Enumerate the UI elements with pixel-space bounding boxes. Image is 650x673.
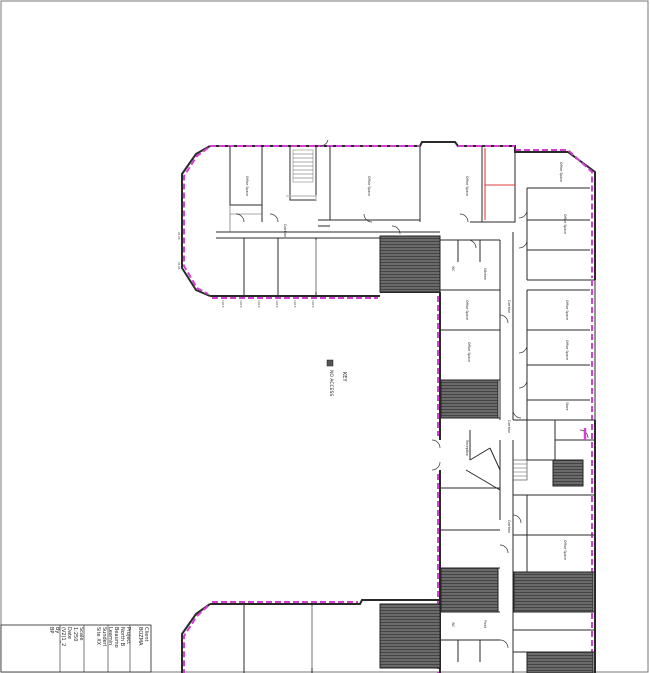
no-access-room xyxy=(513,571,594,613)
room-label: Office Space xyxy=(565,340,569,360)
room-label: Office Space xyxy=(467,342,471,362)
room-label: Corridor xyxy=(507,420,511,434)
room-label: Kitchen xyxy=(483,268,487,280)
room-label: WC xyxy=(451,266,455,272)
key-heading: KEY xyxy=(341,372,347,382)
east-rooms xyxy=(526,187,596,420)
room-label: Plant xyxy=(483,620,487,629)
title-row: Sunderl xyxy=(101,627,107,646)
dimension-tag: 2145 xyxy=(177,262,181,270)
room-label: Store xyxy=(565,402,569,410)
room-label: Office Space xyxy=(563,214,567,234)
key-no-access-label: NO ACCESS xyxy=(328,370,334,396)
title-block: Client BOZMA Project North B Beaumo Leam… xyxy=(0,624,152,673)
dimension-tag: 1015 xyxy=(221,300,225,308)
title-row: BP xyxy=(48,627,54,633)
room-label: Corridor xyxy=(507,520,511,534)
dimension-tag: 1015 xyxy=(257,300,261,308)
dimension-tag: 1015 xyxy=(239,300,243,308)
title-row: Date xyxy=(66,627,72,639)
title-row: North B xyxy=(119,627,125,647)
room-label: Corridor xyxy=(507,300,511,314)
room-label: Office Space xyxy=(465,300,469,320)
top-wing xyxy=(181,141,596,299)
room-label: Office Space xyxy=(559,162,563,182)
bottom-wing xyxy=(181,599,595,673)
dimension-tag: 1015 xyxy=(311,300,315,308)
title-row: Leamin xyxy=(107,627,113,645)
key-swatch xyxy=(326,359,334,367)
title-row: Project xyxy=(125,627,131,644)
room-label: Office Space xyxy=(565,300,569,320)
no-access-room xyxy=(526,651,594,673)
no-access-room xyxy=(552,459,584,487)
room-label: Reception xyxy=(465,440,469,456)
no-access-room xyxy=(379,603,441,669)
room-label: Office Space xyxy=(367,176,371,196)
title-row: Client xyxy=(143,627,149,642)
no-access-room xyxy=(440,567,499,613)
room-labels: Office Space Office Space Office Space O… xyxy=(245,162,569,629)
no-access-areas xyxy=(379,235,594,673)
title-row: 1:250 xyxy=(72,627,78,641)
title-row: Scale xyxy=(78,627,84,640)
room-label: Office Space xyxy=(245,176,249,196)
title-row: By xyxy=(54,627,60,633)
dimension-tags: 1015 1015 1015 1015 1015 1015 2145 2145 xyxy=(177,232,315,308)
title-row: BOZMA xyxy=(137,627,143,646)
key-legend: KEY NO ACCESS xyxy=(326,359,347,396)
no-access-room xyxy=(440,379,499,419)
title-row: (V2)1_2 xyxy=(60,627,66,646)
title-row: Site XX xyxy=(95,627,101,646)
room-label: Office Space xyxy=(563,540,567,560)
title-row: Beaumo xyxy=(113,627,119,648)
dimension-tag: 1015 xyxy=(293,300,297,308)
dimension-tag: 2145 xyxy=(177,232,181,240)
room-label: Office Space xyxy=(465,176,469,196)
room-label: Corridor xyxy=(283,224,287,238)
room-label: WC xyxy=(451,622,455,628)
dimension-tag: 1015 xyxy=(275,300,279,308)
no-access-room xyxy=(379,235,441,293)
